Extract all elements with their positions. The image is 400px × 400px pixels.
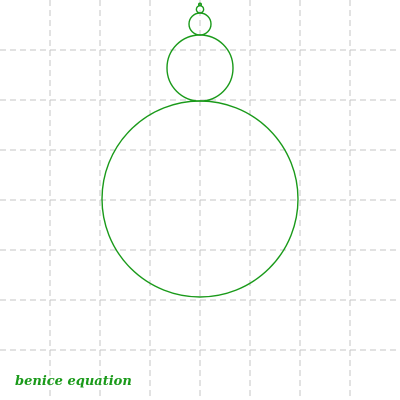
equation-label: benice equation [15, 374, 132, 389]
curve-circle-5 [198, 2, 203, 7]
circle-chain [101, 2, 299, 298]
